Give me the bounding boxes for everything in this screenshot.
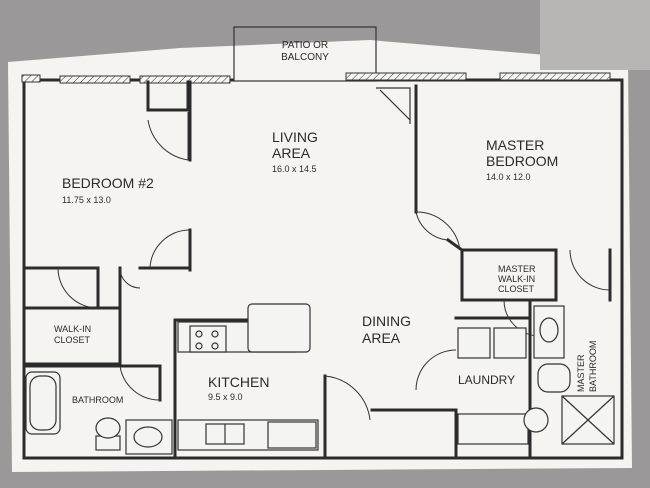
master-bathroom-label-line2: BATHROOM [588,341,598,392]
master-bedroom-dims: 14.0 x 12.0 [486,172,531,182]
master-bedroom-label-line2: BEDROOM [486,153,558,169]
patio-balcony: PATIO OR BALCONY [233,26,377,82]
dining-label-line1: DINING [362,313,411,329]
bathtub [25,371,61,435]
bedroom2-dims: 11.75 x 13.0 [62,195,111,205]
living-label-line1: LIVING [272,129,318,145]
master-closet-label-line3: CLOSET [498,284,535,294]
kitchen-island [247,303,311,353]
walkin-closet-label-line1: WALK-IN [54,324,91,334]
kitchen-label: KITCHEN [208,374,269,390]
master-closet-label-line1: MASTER [498,264,536,274]
fixtures [25,303,615,455]
dryer [493,327,527,359]
living-label-line2: AREA [272,145,311,161]
kitchen-counter-lower [177,419,319,451]
master-closet-label-line2: WALK-IN [498,274,535,284]
master-bathroom-label-line1: MASTER [576,354,586,392]
interior-walls [22,80,612,460]
paper-corner [540,0,650,70]
master-vanity [533,305,565,359]
bathroom-label: BATHROOM [72,395,123,405]
room-labels: BEDROOM #2 11.75 x 13.0 LIVING AREA 16.0… [54,129,598,405]
kitchen-dims: 9.5 x 9.0 [208,392,243,402]
master-bedroom-label-line1: MASTER [486,137,544,153]
walkin-closet-label-line2: CLOSET [54,335,91,345]
bathroom-vanity [125,419,173,455]
dining-label-line2: AREA [362,330,401,346]
patio-label-line2: BALCONY [281,52,329,63]
washer [457,327,491,359]
water-heater [523,407,549,433]
living-dims: 16.0 x 14.5 [272,164,317,174]
patio-label-line1: PATIO OR [282,40,328,51]
paper-sheet [8,40,632,472]
master-toilet [537,363,571,393]
bedroom2-label: BEDROOM #2 [62,175,154,191]
laundry-shelf [457,413,529,445]
laundry-label: LAUNDRY [458,373,515,387]
